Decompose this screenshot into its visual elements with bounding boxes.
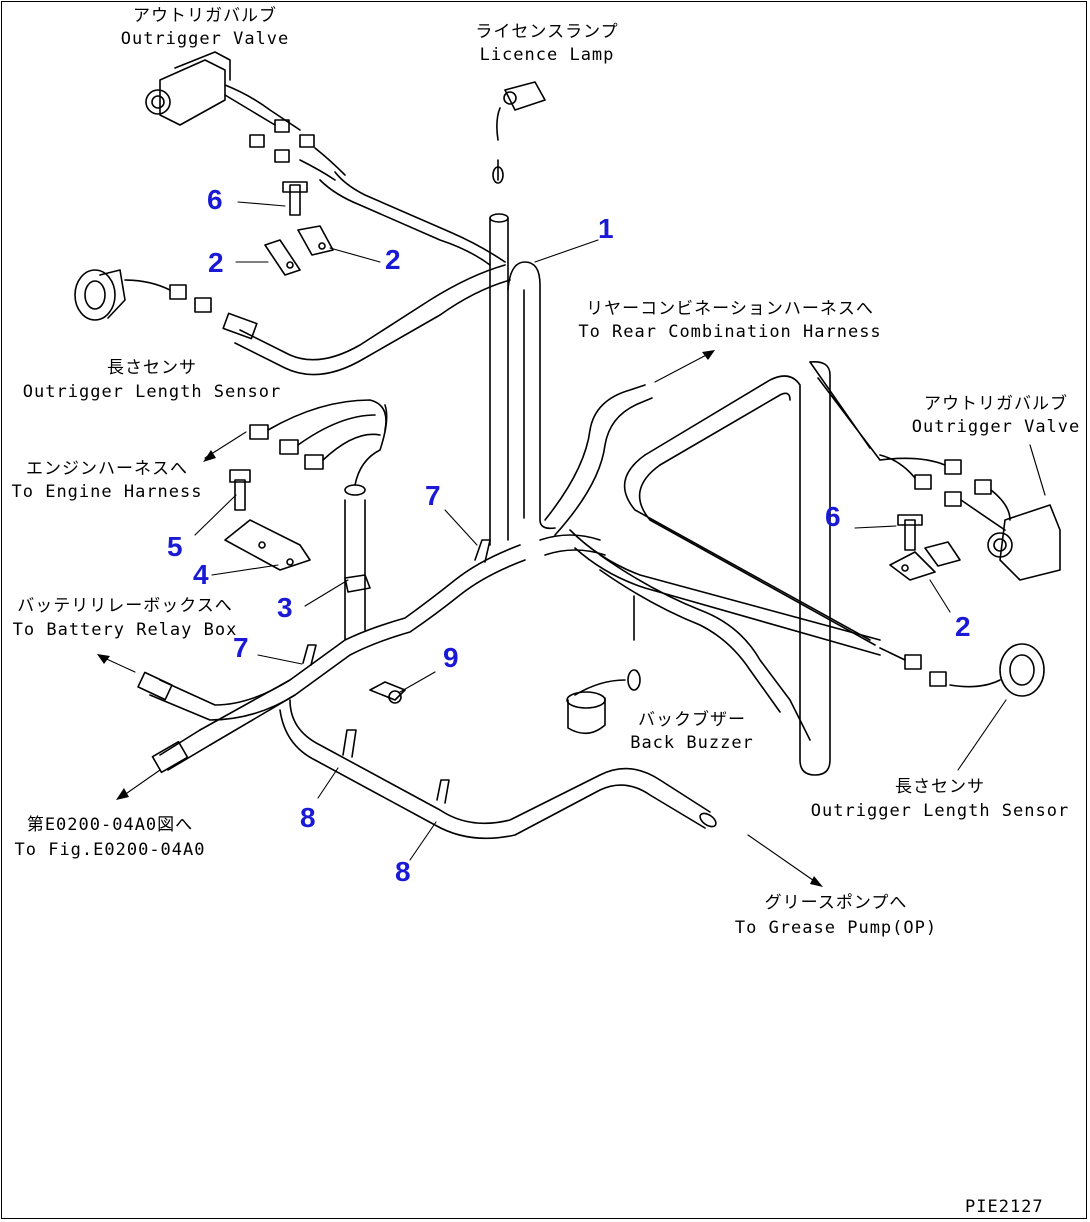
rear-combination-jp: リヤーコンビネーションハーネスへ	[586, 299, 874, 319]
callout-2-b: 2	[385, 244, 401, 275]
callout-2-a: 2	[208, 247, 224, 278]
battery-relay-jp: バッテリリレーボックスへ	[17, 596, 233, 616]
fig-ref-jp: 第E0200-04A0図へ	[26, 815, 194, 835]
callout-3: 3	[277, 592, 293, 623]
length-sensor-right-jp: 長さセンサ	[895, 777, 985, 797]
engine-harness-en: To Engine Harness	[11, 482, 203, 502]
callout-6-a: 6	[207, 184, 223, 215]
licence-lamp	[492, 81, 546, 184]
drawing-id: PIE2127	[965, 1197, 1044, 1217]
callout-1: 1	[598, 213, 614, 244]
length-sensor-right	[879, 643, 1045, 697]
outrigger-valve-right-jp: アウトリガバルブ	[924, 394, 1068, 414]
clamps-and-bolts	[224, 181, 961, 804]
rear-combination-en: To Rear Combination Harness	[578, 322, 882, 342]
battery-relay-en: To Battery Relay Box	[12, 620, 238, 640]
licence-lamp-jp: ライセンスランプ	[475, 22, 619, 42]
grease-pump-en: To Grease Pump(OP)	[734, 918, 938, 938]
outrigger-valve-left-en: Outrigger Valve	[120, 29, 290, 49]
main-harness	[137, 171, 881, 840]
leader-lines	[99, 201, 1007, 886]
length-sensor-right-en: Outrigger Length Sensor	[810, 801, 1070, 821]
licence-lamp-en: Licence Lamp	[479, 45, 615, 65]
outrigger-valve-left	[145, 51, 346, 181]
callout-2-c: 2	[955, 611, 971, 642]
back-buzzer	[566, 595, 641, 735]
length-sensor-left	[74, 269, 212, 321]
outrigger-valve-right-en: Outrigger Valve	[911, 417, 1081, 437]
callout-7-a: 7	[425, 480, 441, 511]
back-buzzer-en: Back Buzzer	[630, 733, 754, 753]
outrigger-valve-left-jp: アウトリガバルブ	[133, 6, 277, 26]
callout-9: 9	[443, 642, 459, 673]
back-buzzer-jp: バックブザー	[638, 710, 746, 730]
length-sensor-left-en: Outrigger Length Sensor	[22, 382, 282, 402]
callout-7-b: 7	[233, 632, 249, 663]
fig-ref-en: To Fig.E0200-04A0	[14, 840, 206, 860]
arrowheads	[97, 350, 823, 887]
callout-5: 5	[167, 531, 183, 562]
callout-4: 4	[193, 559, 209, 590]
callout-8-a: 8	[300, 802, 316, 833]
outrigger-valve-right	[879, 444, 1061, 581]
grease-pump-jp: グリースポンプへ	[764, 893, 908, 913]
length-sensor-left-jp: 長さセンサ	[107, 358, 197, 378]
callout-6-b: 6	[825, 501, 841, 532]
engine-harness-jp: エンジンハーネスへ	[26, 459, 188, 479]
callout-8-b: 8	[395, 856, 411, 887]
length-sensor-connectors	[249, 399, 387, 470]
